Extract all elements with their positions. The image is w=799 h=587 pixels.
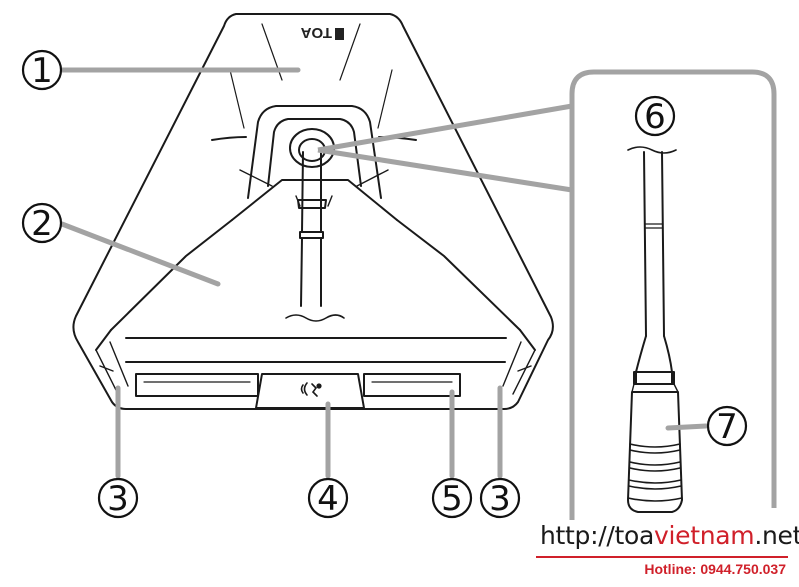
mic-gooseneck-joint xyxy=(644,223,664,229)
mic-key-slot-left xyxy=(135,373,259,397)
mic-head-top xyxy=(631,383,679,393)
gooseneck-break xyxy=(285,314,345,322)
callout-3-left-label: 3 xyxy=(107,479,129,519)
mic-grille xyxy=(627,443,683,502)
mic-break xyxy=(627,146,677,154)
callout-4-circle xyxy=(307,477,349,519)
callout-circles xyxy=(21,49,748,519)
callout-2-circle xyxy=(21,202,63,244)
base-outline xyxy=(72,13,554,410)
website-url-accent: vietnam xyxy=(654,521,755,550)
hotline-text: Hotline: 0944.750.037 xyxy=(644,561,786,577)
socket-housing xyxy=(247,105,382,199)
gooseneck-stem xyxy=(301,151,322,233)
talk-key xyxy=(255,373,365,409)
callout-3-right-label: 3 xyxy=(489,479,511,519)
website-url-suffix: .net xyxy=(754,521,799,550)
socket-floor xyxy=(231,179,398,221)
callout-3-left-circle xyxy=(97,477,139,519)
mic-neck-flare xyxy=(635,335,673,385)
mic-head xyxy=(627,391,683,513)
gooseneck-lower xyxy=(299,231,324,307)
top-panel-ribs xyxy=(229,23,393,129)
mic-detail-leaders xyxy=(317,103,573,193)
callout-3-right-circle xyxy=(479,477,521,519)
callout-2-label: 2 xyxy=(31,204,53,244)
gooseneck-collar xyxy=(297,199,327,209)
mic-head-collar xyxy=(633,371,675,385)
lower-panel-front xyxy=(95,329,536,351)
side-facet-right xyxy=(502,341,536,395)
callout-1-label: 1 xyxy=(31,51,53,91)
callout-6-label: 6 xyxy=(644,97,666,137)
brand-logo: TOA xyxy=(300,24,344,41)
lower-panel-top xyxy=(110,219,521,331)
socket-sides xyxy=(239,169,389,207)
callout-6-circle xyxy=(634,95,676,137)
mic-key-slot-right xyxy=(363,373,461,397)
mic-gooseneck xyxy=(643,151,665,337)
callout-1-circle xyxy=(21,49,63,91)
leader-7 xyxy=(665,423,709,431)
socket-housing-inner xyxy=(267,118,362,187)
website-url: http://toavietnam.net xyxy=(540,521,799,550)
mic-detail-inset xyxy=(569,69,777,520)
side-facet-left xyxy=(95,341,129,395)
microphone xyxy=(627,146,683,513)
callout-5-circle xyxy=(431,477,473,519)
callout-7-circle xyxy=(706,405,748,447)
website-url-prefix: http://toa xyxy=(540,521,655,550)
callout-4-label: 4 xyxy=(317,479,339,519)
watermark-divider xyxy=(536,556,788,558)
website-watermark: http://toavietnam.net Hotline: 0944.750.… xyxy=(536,521,799,585)
callout-numbers: 1 2 3 4 5 3 6 7 xyxy=(31,51,738,519)
callout-7-label: 7 xyxy=(716,407,738,447)
talk-key-icon xyxy=(300,382,322,397)
callout-5-label: 5 xyxy=(441,479,463,519)
callout-leaders xyxy=(59,67,709,479)
leader-2 xyxy=(59,221,221,287)
svg-text:TOA: TOA xyxy=(300,24,332,41)
